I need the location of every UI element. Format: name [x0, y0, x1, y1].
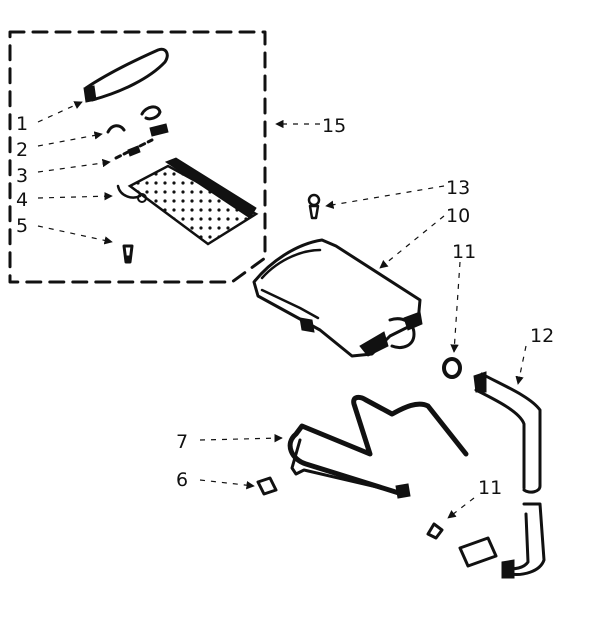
callout-11-upper: 11 — [452, 241, 476, 263]
leader-3 — [37, 158, 111, 173]
part-13-screw — [307, 193, 321, 220]
part-4-filter-screen — [116, 157, 259, 246]
part-11-ring-upper — [442, 357, 462, 379]
callout-5: 5 — [16, 215, 28, 237]
callout-12: 12 — [530, 325, 554, 347]
callout-13: 13 — [446, 177, 470, 199]
callout-11-lower: 11 — [478, 477, 502, 499]
part-12-hose — [458, 371, 546, 579]
leader-10 — [379, 215, 445, 269]
part-6-cap — [256, 476, 278, 496]
part-10-spout-body — [252, 238, 423, 358]
leader-1 — [37, 101, 83, 123]
part-1-bracket — [83, 47, 169, 103]
leader-4 — [37, 192, 113, 201]
leader-13 — [325, 185, 445, 209]
leader-11-upper — [450, 261, 461, 353]
leader-2 — [37, 131, 103, 147]
kit-outline-dashed — [8, 30, 267, 284]
part-3-spring-clip — [114, 138, 154, 160]
callout-2: 2 — [16, 139, 28, 161]
part-2-clip — [106, 105, 169, 137]
part-5-pin — [122, 244, 134, 264]
callout-6: 6 — [176, 469, 188, 491]
callout-4: 4 — [16, 189, 28, 211]
leader-12 — [515, 345, 527, 385]
callout-15: 15 — [322, 115, 346, 137]
part-11-ring-lower — [426, 522, 444, 540]
part-7-wire-spring — [287, 394, 469, 499]
leader-6 — [199, 479, 255, 490]
callout-7: 7 — [176, 431, 188, 453]
leader-7 — [199, 433, 283, 443]
callout-3: 3 — [16, 165, 28, 187]
leader-5 — [37, 225, 113, 245]
leader-11-lower — [447, 497, 475, 519]
callout-1: 1 — [16, 113, 28, 135]
callout-10: 10 — [446, 205, 470, 227]
